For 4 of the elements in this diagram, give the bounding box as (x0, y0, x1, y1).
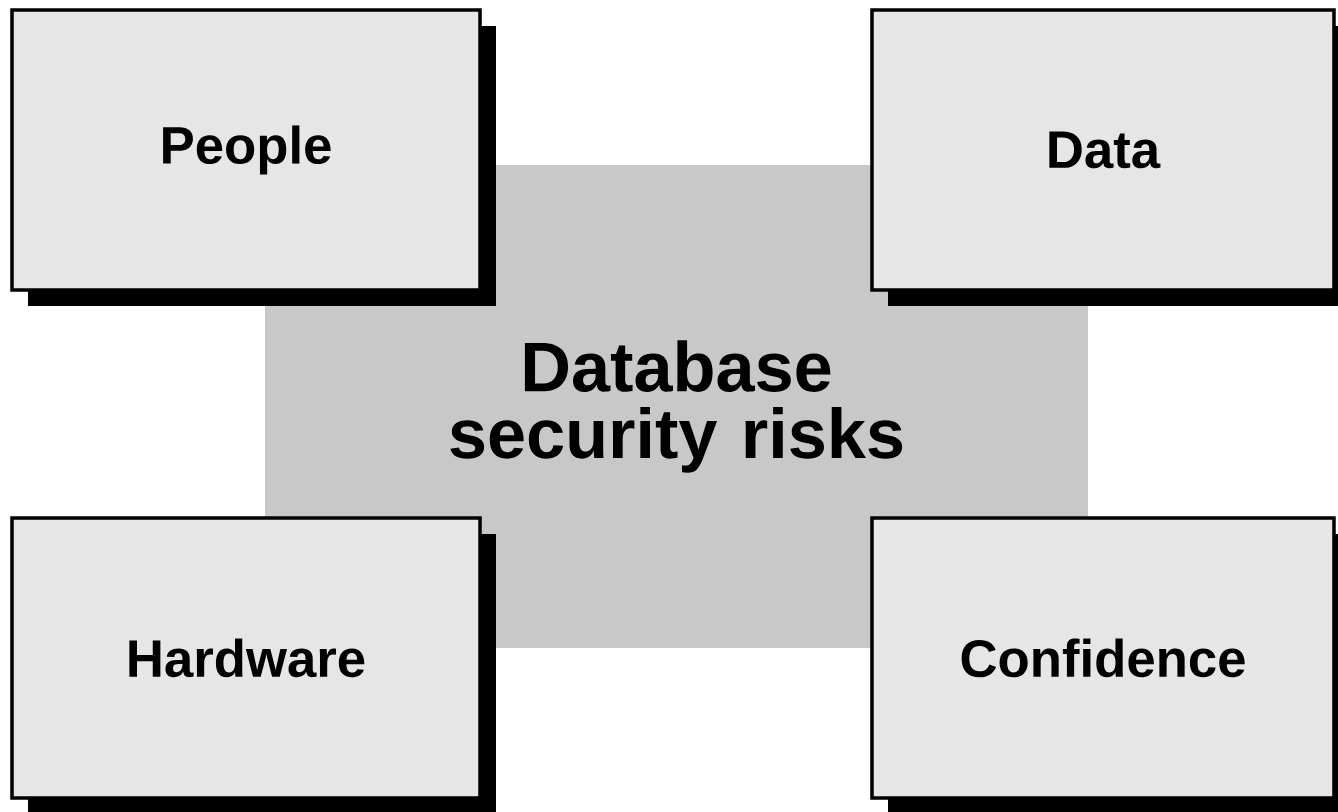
category-box: Confidence (870, 516, 1338, 812)
category-box: Data (870, 8, 1338, 306)
category-box: Hardware (10, 516, 496, 812)
category-box: People (10, 8, 496, 306)
